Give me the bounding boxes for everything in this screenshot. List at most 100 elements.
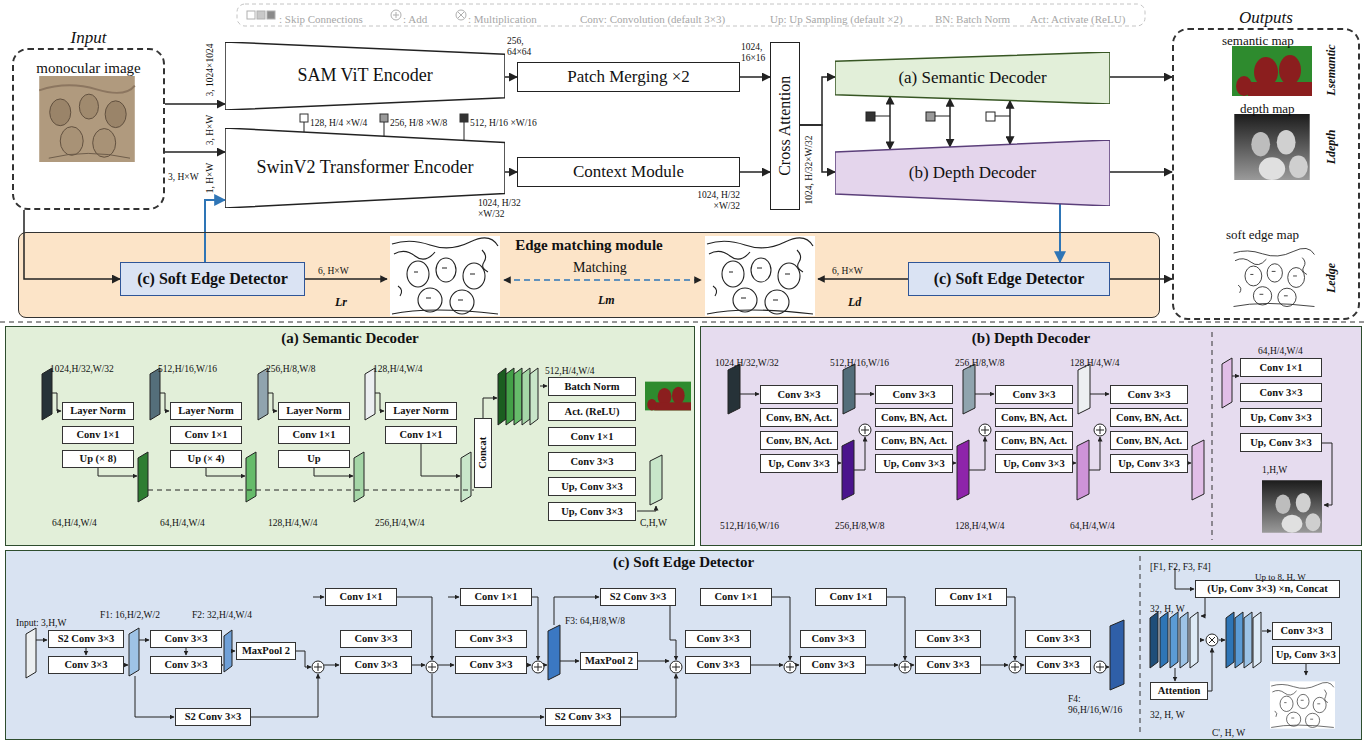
box-text: Up, Conv 3×3: [1118, 458, 1180, 470]
loss-label: Ldepth: [1325, 130, 1339, 165]
box-text: Conv, BN, Act.: [1001, 435, 1067, 447]
label-anchor: C,H,W: [640, 512, 667, 530]
layer-box: Conv 3×3: [800, 656, 866, 674]
legend-note: Up: Up Sampling (default ×2): [770, 13, 903, 25]
box-text: MaxPool 2: [242, 645, 290, 657]
dimension-label: 128,H/4,W/4: [268, 518, 318, 528]
layer-box: (Up, Conv 3×3) ×n, Concat: [1195, 580, 1340, 598]
layer-box: Up, Conv 3×3: [875, 454, 953, 473]
dimension-label: 512,H/16,W/16: [830, 358, 889, 368]
concat-box: Concat: [474, 418, 492, 488]
layer-box: Conv 1×1: [62, 426, 134, 444]
dimension-label: 1024, H/32 ×W/32: [688, 190, 740, 212]
label-anchor: Ld: [848, 292, 861, 310]
layer-box: Attention: [1150, 682, 1208, 700]
label-anchor: 512,H/16,W/16: [830, 352, 889, 370]
dimension-label: 32, H, W: [1150, 604, 1185, 614]
heading-text: monocular image: [14, 60, 163, 77]
legend-text: : Multiplication: [468, 13, 537, 25]
label-anchor: depth map: [1240, 99, 1295, 117]
heading-text: Input: [14, 28, 163, 48]
connector: [205, 200, 225, 262]
box-text: Batch Norm: [564, 381, 619, 393]
dimension-label: 512, H/16 ×W/16: [470, 118, 537, 128]
legend-note: BN: Batch Norm: [935, 13, 1010, 25]
box-text: Up, Conv 3×3: [1250, 437, 1312, 449]
loss-label: Lm: [598, 293, 615, 307]
connector: [949, 99, 951, 147]
box-text: Conv 3×3: [696, 633, 739, 645]
layer-box: S2 Conv 3×3: [545, 708, 621, 726]
layer-box: Conv 1×1: [935, 588, 1007, 606]
dimension-label: [F1, F2, F3, F4]: [1150, 562, 1211, 572]
legend-entry: : Skip Connections: [279, 9, 363, 27]
box-text: Up, Conv 3×3: [883, 458, 945, 470]
layer-box: Up: [278, 450, 350, 468]
label-anchor: Conv: Convolution (default 3×3): [580, 9, 725, 27]
module-band: Edge matching module(c) Soft Edge Detect…: [18, 232, 1160, 318]
layer-box: Conv, BN, Act.: [875, 408, 953, 427]
dimension-label: 256,H/8,W/8: [266, 364, 316, 374]
label-anchor: semantic map: [1222, 31, 1294, 49]
box-text: Cross Attention: [776, 76, 794, 176]
layer-box: Conv 3×3: [800, 630, 866, 648]
label-anchor: 64,H/4,W/4: [160, 512, 205, 530]
connector: [165, 103, 225, 105]
dimension-label: 32, H, W: [1150, 710, 1185, 720]
box-text: SwinV2 Transformer Encoder: [257, 158, 474, 178]
layer-box: Up, Conv 3×3: [1272, 646, 1340, 664]
box-text: Conv 3×3: [354, 659, 397, 671]
connector: [1110, 76, 1172, 78]
group-box: Inputmonocular image: [12, 48, 165, 210]
decoder-block: (b) Depth Decoder: [835, 140, 1110, 206]
matching-label: Matching: [573, 260, 627, 275]
connector: [740, 76, 770, 78]
dimension-label: 512,H/16,W/16: [720, 521, 779, 531]
box-text: Conv 1×1: [949, 591, 992, 603]
label-anchor: 512, H/16 ×W/16: [470, 112, 537, 130]
box-text: Conv, BN, Act.: [881, 435, 947, 447]
layer-box: Conv 3×3: [1240, 383, 1322, 402]
dimension-label: 1024, H/32×W/32: [804, 135, 815, 204]
box-text: Conv 3×3: [354, 633, 397, 645]
label-anchor: 256, 64×64: [507, 36, 541, 58]
dimension-label: 512,H/4,W/4: [545, 366, 595, 376]
connector: [24, 210, 120, 279]
layer-box: Conv 3×3: [340, 656, 412, 674]
layer-box: Conv 3×3: [760, 385, 838, 404]
connector: [505, 76, 517, 78]
detail-panel: (b) Depth DecoderConv 3×3Conv, BN, Act.C…: [700, 326, 1362, 546]
dimension-label: 1,H,W: [1262, 465, 1287, 475]
box-text: Context Module: [573, 163, 684, 182]
dimension-label: 6, H×W: [832, 266, 863, 276]
box-text: Conv 3×3: [469, 659, 512, 671]
layer-box: Conv 1×1: [385, 426, 457, 444]
label-anchor: 512,H/4,W/4: [545, 360, 595, 378]
box-text: Conv 3×3: [1012, 389, 1055, 401]
loss-label: Ledge: [1325, 263, 1339, 293]
label-anchor: 128, H/4 ×W/4: [310, 112, 367, 130]
box-text: Conv 3×3: [1259, 387, 1302, 399]
label-anchor: [F1, F2, F3, F4]: [1150, 556, 1211, 574]
dimension-label: 128,H/4,W/4: [955, 521, 1005, 531]
dimension-label: 1024, H/32 ×W/32: [478, 198, 530, 220]
label-anchor: F4: 96,H/16,W/16: [1068, 694, 1134, 716]
heading-text: (a) Semantic Decoder: [16, 330, 684, 347]
label-anchor: Up: Up Sampling (default ×2): [770, 9, 903, 27]
box-text: Conv 1×1: [714, 591, 757, 603]
box-text: Attention: [1158, 685, 1201, 697]
layer-box: Layer Norm: [385, 402, 457, 420]
output-name: soft edge map: [1226, 227, 1299, 242]
label-anchor: Matching: [573, 258, 627, 276]
box-text: Conv 3×3: [777, 389, 820, 401]
layer-box: Conv 1×1: [278, 426, 350, 444]
encoder-block: SAM ViT Encoder: [225, 42, 505, 110]
label-anchor: F3: 64,H/8,W/8: [565, 616, 625, 627]
box-text: Conv 3×3: [1127, 389, 1170, 401]
layer-box: Conv 1×1: [1240, 358, 1322, 377]
label-anchor: BN: Batch Norm: [935, 9, 1010, 27]
box-text: Act. (ReLU): [565, 406, 620, 418]
layer-box: Conv 3×3: [685, 630, 751, 648]
box-text: S2 Conv 3×3: [610, 591, 667, 603]
dimension-label: 3, H×W: [168, 172, 199, 182]
